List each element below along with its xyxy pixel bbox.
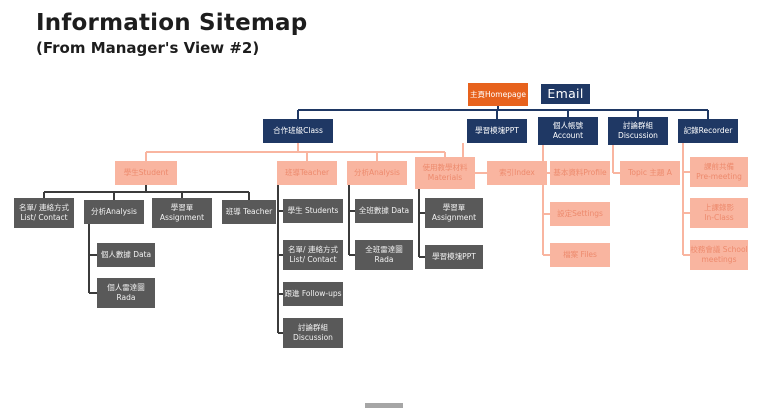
node-label: 個人帳號	[553, 121, 583, 131]
node-label: 學生 Students	[287, 206, 339, 216]
edge-class	[145, 143, 446, 161]
node-label: Account	[552, 131, 584, 140]
node-index: 索引Index	[487, 161, 547, 185]
node-label: 上課錄影	[704, 203, 734, 213]
node-email: Email	[541, 84, 590, 104]
node-label: 校務會議 School	[690, 245, 748, 255]
edge-recorder	[682, 143, 690, 256]
node-settings: 設定Settings	[550, 202, 610, 226]
node-teacher: 班導Teacher	[277, 161, 337, 185]
node-label: 課前共備	[704, 162, 734, 172]
node-label: Assignment	[159, 213, 205, 222]
node-label: 索引Index	[499, 168, 535, 178]
node-label: 記錄Recorder	[683, 126, 733, 136]
node-label: Assignment	[431, 213, 477, 222]
node-label: Rada	[116, 293, 136, 302]
node-label: 名單/ 連絡方式	[288, 245, 338, 255]
title-block: Information Sitemap (From Manager's View…	[36, 10, 307, 57]
node-label: 班導 Teacher	[225, 207, 273, 217]
node-label: 討論群組	[298, 323, 328, 333]
node-label: 分析Analysis	[91, 207, 137, 217]
node-label: 名單/ 連絡方式	[19, 203, 69, 213]
page-title: Information Sitemap	[36, 10, 308, 36]
page-subtitle: (From Manager's View #2)	[36, 39, 260, 57]
node-label: Discussion	[618, 131, 658, 140]
node-label: 學習模塊PPT	[432, 252, 476, 262]
node-label: 主頁Homepage	[470, 89, 526, 99]
node-label: 使用教學材料	[422, 163, 468, 173]
node-label: Discussion	[293, 333, 333, 342]
node-files: 檔案 Files	[550, 243, 610, 267]
edge-s-analysis	[88, 224, 97, 294]
node-label: 學習單	[170, 203, 194, 213]
node-label: meetings	[701, 255, 737, 264]
node-label: 個人雷達圖	[107, 283, 145, 293]
node-t-followups: 跟進 Follow-ups	[283, 282, 343, 306]
node-label: List/ Contact	[289, 255, 337, 264]
node-label: List/ Contact	[20, 213, 68, 222]
node-s-teacher: 班導 Teacher	[222, 200, 276, 224]
bottom-bar	[365, 403, 403, 408]
node-label: 檔案 Files	[563, 250, 597, 260]
node-s-data: 個人數據 Data	[97, 243, 155, 267]
edge-discussion	[612, 145, 620, 174]
node-recorder: 記錄Recorder	[678, 119, 738, 143]
node-class: 合作班級Class	[263, 119, 333, 143]
node-m-ppt: 學習模塊PPT	[425, 245, 483, 269]
node-homepage: 主頁Homepage	[468, 83, 528, 106]
node-label: 學生Student	[123, 168, 169, 178]
edge-student	[43, 185, 250, 200]
node-label: Rada	[374, 255, 394, 264]
node-label: Email	[547, 85, 584, 101]
node-ppt: 學習模塊PPT	[467, 119, 527, 143]
node-topic-a: Topic 主題 A	[620, 161, 680, 185]
node-label: 全班數據 Data	[358, 206, 410, 216]
node-label: 基本資料Profile	[553, 168, 607, 178]
node-label: 學習模塊PPT	[475, 126, 519, 136]
node-label: 跟進 Follow-ups	[284, 289, 342, 299]
node-label: Pre-meeting	[696, 172, 742, 181]
node-label: 學習單	[442, 203, 466, 213]
node-label: Materials	[427, 173, 463, 182]
node-t-students: 學生 Students	[283, 199, 343, 223]
node-analysis: 分析Analysis	[347, 161, 407, 185]
node-a-data: 全班數據 Data	[355, 199, 413, 223]
node-label: 班導Teacher	[284, 168, 330, 178]
node-student: 學生Student	[115, 161, 177, 185]
node-s-analysis: 分析Analysis	[84, 200, 144, 224]
node-label: 設定Settings	[557, 209, 603, 219]
node-label: 合作班級Class	[273, 126, 323, 136]
node-profile: 基本資料Profile	[550, 161, 610, 185]
node-label: 討論群組	[623, 121, 653, 131]
node-label: 分析Analysis	[354, 168, 400, 178]
node-label: In-Class	[704, 213, 734, 222]
node-label: Topic 主題 A	[628, 168, 672, 178]
node-label: 全班雷達圖	[365, 245, 403, 255]
node-label: 個人數據 Data	[100, 250, 152, 260]
